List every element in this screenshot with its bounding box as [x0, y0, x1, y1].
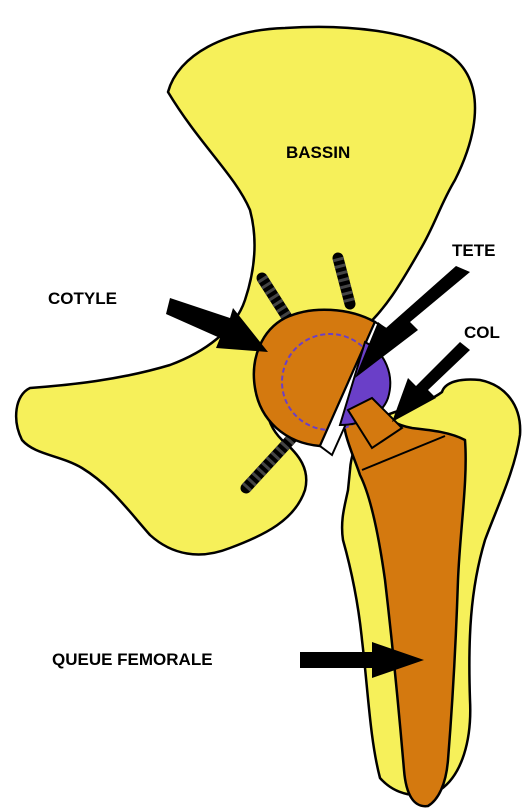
- label-col: COL: [464, 323, 500, 342]
- label-tete: TETE: [452, 241, 495, 260]
- label-cotyle: COTYLE: [48, 289, 117, 308]
- label-bassin: BASSIN: [286, 143, 350, 162]
- label-queue-femorale: QUEUE FEMORALE: [52, 650, 213, 669]
